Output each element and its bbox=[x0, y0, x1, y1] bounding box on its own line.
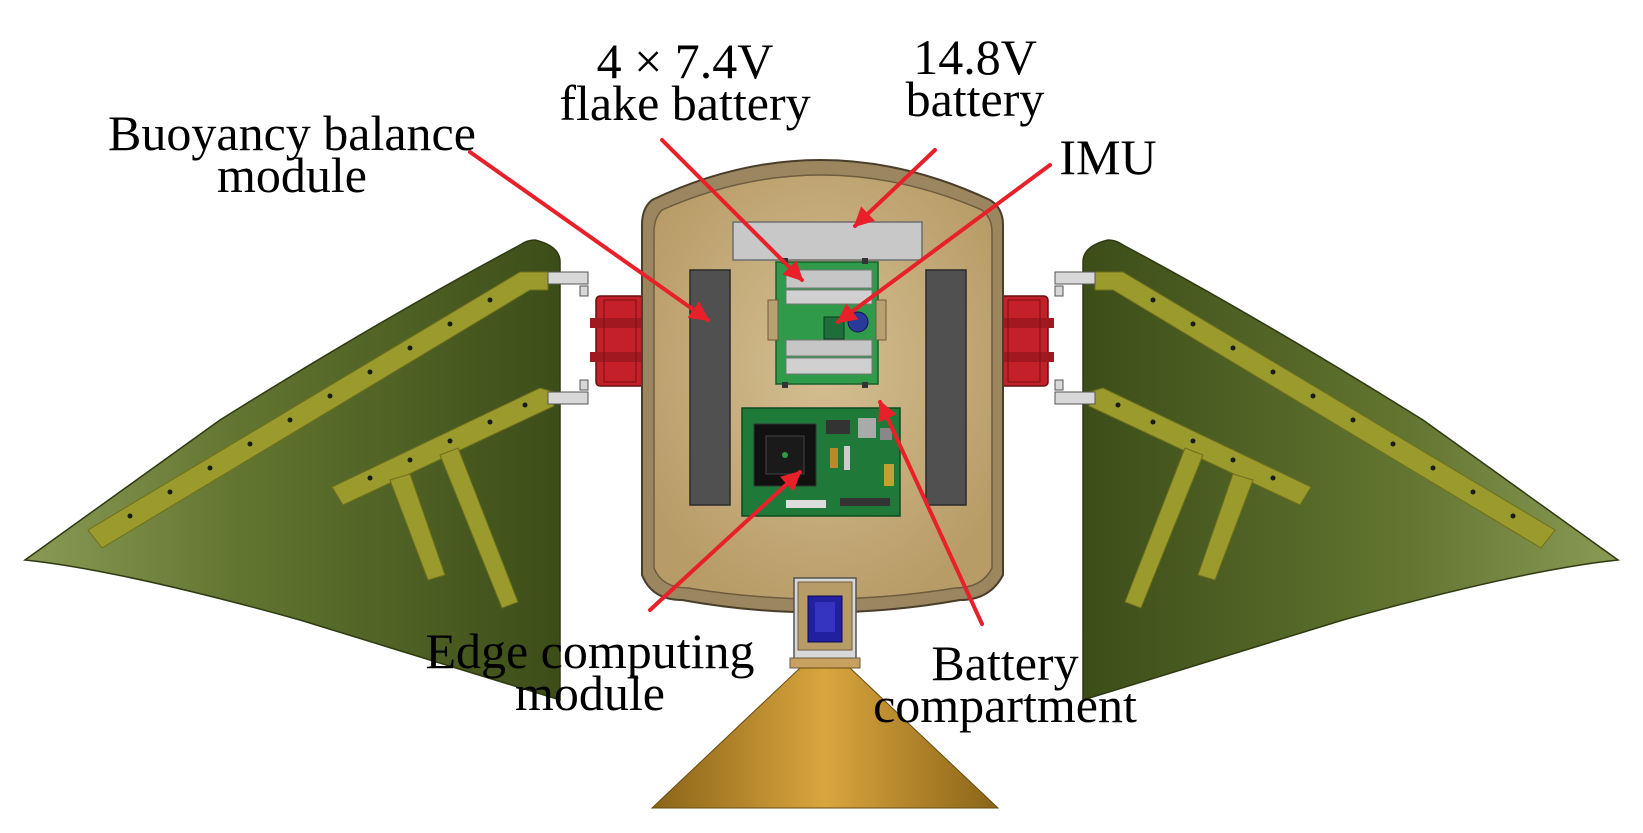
edge-computing-board bbox=[741, 407, 901, 517]
label-battery-14v-line1: 14.8V bbox=[913, 29, 1037, 85]
right-fin-hinges bbox=[1054, 271, 1096, 405]
label-buoyancy-line2: module bbox=[217, 147, 367, 203]
label-imu: IMU bbox=[1038, 129, 1178, 185]
left-fin-rivets bbox=[127, 297, 528, 519]
battery-compartment bbox=[767, 258, 887, 388]
arrow-imu bbox=[836, 163, 1052, 324]
label-battery-compartment-line2: compartment bbox=[873, 677, 1137, 733]
left-fin-strips bbox=[87, 271, 555, 609]
label-battery-14v-line2: battery bbox=[905, 71, 1045, 127]
right-fin-strips bbox=[1088, 271, 1556, 609]
label-flake-battery-line1: 4 × 7.4V bbox=[596, 33, 774, 89]
annotation-arrows bbox=[468, 138, 1052, 626]
buoyancy-block-left bbox=[689, 269, 731, 506]
right-fin bbox=[1054, 239, 1621, 702]
arrow-battery-compartment bbox=[878, 400, 984, 626]
label-edge-computing-line2: module bbox=[515, 665, 665, 721]
buoyancy-block-right bbox=[925, 269, 967, 506]
label-buoyancy: Buoyancy balance module bbox=[62, 105, 522, 203]
label-flake-battery-line2: flake battery bbox=[559, 75, 811, 131]
right-fin-rivets bbox=[1115, 297, 1516, 519]
label-edge-computing-line1: Edge computing bbox=[425, 623, 755, 679]
label-flake-battery: 4 × 7.4V flake battery bbox=[530, 33, 840, 131]
arrow-edge-computing bbox=[648, 470, 802, 612]
label-buoyancy-line1: Buoyancy balance bbox=[108, 105, 476, 161]
label-battery-compartment-line1: Battery bbox=[931, 635, 1079, 691]
nozzle bbox=[650, 667, 1000, 809]
label-battery-compartment: Battery compartment bbox=[840, 635, 1170, 733]
left-fin bbox=[22, 239, 589, 702]
thruster bbox=[789, 577, 861, 669]
label-imu-line1: IMU bbox=[1059, 129, 1157, 185]
left-actuator bbox=[590, 295, 650, 387]
label-edge-computing: Edge computing module bbox=[390, 623, 790, 721]
arrow-buoyancy bbox=[468, 150, 710, 322]
arrow-flake-battery bbox=[660, 138, 804, 282]
label-battery-14v: 14.8V battery bbox=[875, 29, 1075, 127]
arrow-battery-14v bbox=[853, 148, 937, 228]
left-fin-hinges bbox=[547, 271, 589, 405]
hull bbox=[641, 159, 1004, 614]
